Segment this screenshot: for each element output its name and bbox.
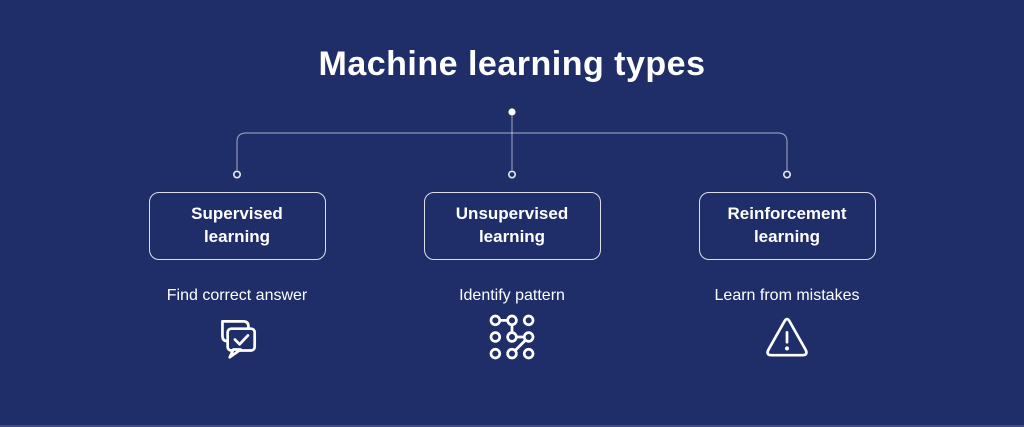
unsupervised-learning-box: Unsupervised learning (423, 192, 601, 260)
branch-description: Find correct answer (166, 286, 308, 304)
branch-box-label: Supervised learning (191, 204, 283, 246)
connector-node-dot-right (782, 170, 791, 179)
connector-node-dot-center (507, 170, 516, 179)
branch-unsupervised: Unsupervised learning Identify pattern (375, 192, 650, 363)
supervised-learning-box: Supervised learning (148, 192, 326, 260)
connector-node-dot-left (233, 170, 242, 179)
branch-description: Identify pattern (459, 286, 565, 304)
pattern-nodes-icon (486, 311, 538, 363)
connector-branch-line (236, 132, 788, 170)
branches-row: Supervised learning Find correct answer … (0, 192, 1024, 363)
bottom-divider (0, 425, 1024, 427)
reinforcement-learning-box: Reinforcement learning (698, 192, 876, 260)
branch-description: Learn from mistakes (714, 286, 860, 304)
branch-box-label: Reinforcement learning (727, 204, 847, 246)
page-title: Machine learning types (318, 45, 706, 83)
branch-reinforcement: Reinforcement learning Learn from mistak… (650, 192, 925, 363)
connector-top-dot (508, 108, 516, 116)
branch-box-label: Unsupervised learning (455, 204, 569, 246)
chat-check-icon (211, 311, 263, 363)
warning-triangle-icon (761, 311, 813, 363)
branch-supervised: Supervised learning Find correct answer (100, 192, 375, 363)
